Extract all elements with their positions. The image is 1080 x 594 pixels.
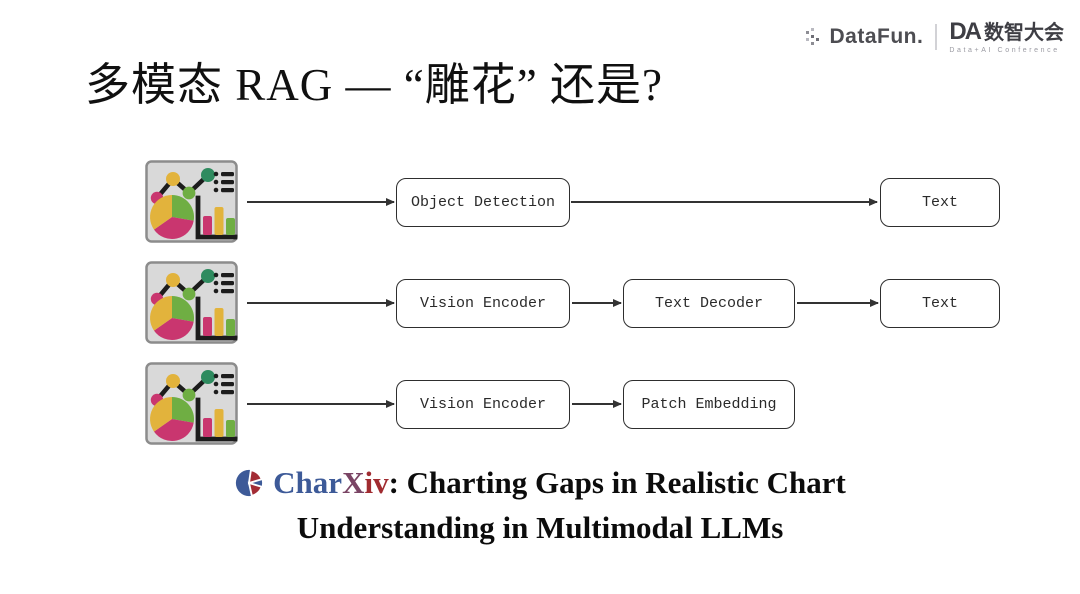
chart-collage-icon [145,160,238,243]
diagram-node-text: Text [880,178,1000,227]
da-conference-en: Data+AI Conference [949,47,1060,54]
da-conference-cn: 数智大会 [984,22,1064,44]
paper-citation: CharXiv: Charting Gaps in Realistic Char… [0,463,1080,548]
charxiv-wordmark-char: Char [273,465,343,500]
da-initials: DA [949,18,982,45]
citation-line-1: CharXiv: Charting Gaps in Realistic Char… [0,463,1080,508]
da-conference-logo: DA 数智大会 Data+AI Conference [949,18,1064,55]
citation-text-line1: : Charting Gaps in Realistic Chart [388,465,846,500]
charxiv-wordmark-iv: iv [364,465,389,500]
arrow-connector [247,403,394,405]
datafun-dots-icon [805,27,825,47]
diagram-node-vision-encoder: Vision Encoder [396,279,570,328]
charxiv-wordmark-x: X [342,465,365,500]
arrow-connector [797,302,878,304]
arrow-connector [572,302,621,304]
diagram-node-object-detection: Object Detection [396,178,570,227]
charxiv-pie-logo [234,468,264,508]
chart-collage-icon [145,261,238,344]
chart-collage-icon [145,362,238,445]
datafun-logo: DataFun. [805,25,923,49]
page-title: 多模态 RAG — “雕花” 还是? [85,60,663,110]
citation-line-2: Understanding in Multimodal LLMs [296,510,784,545]
diagram-node-vision-encoder: Vision Encoder [396,380,570,429]
arrow-connector [247,201,394,203]
arrow-connector [572,403,621,405]
brand-bar: DataFun. DA 数智大会 Data+AI Conference [805,20,1064,54]
arrow-connector [571,201,877,203]
datafun-wordmark: DataFun. [829,25,924,48]
diagram-node-patch-embedding: Patch Embedding [623,380,795,429]
arrow-connector [247,302,394,304]
brand-separator [935,24,938,50]
diagram-node-text: Text [880,279,1000,328]
diagram-node-text-decoder: Text Decoder [623,279,795,328]
